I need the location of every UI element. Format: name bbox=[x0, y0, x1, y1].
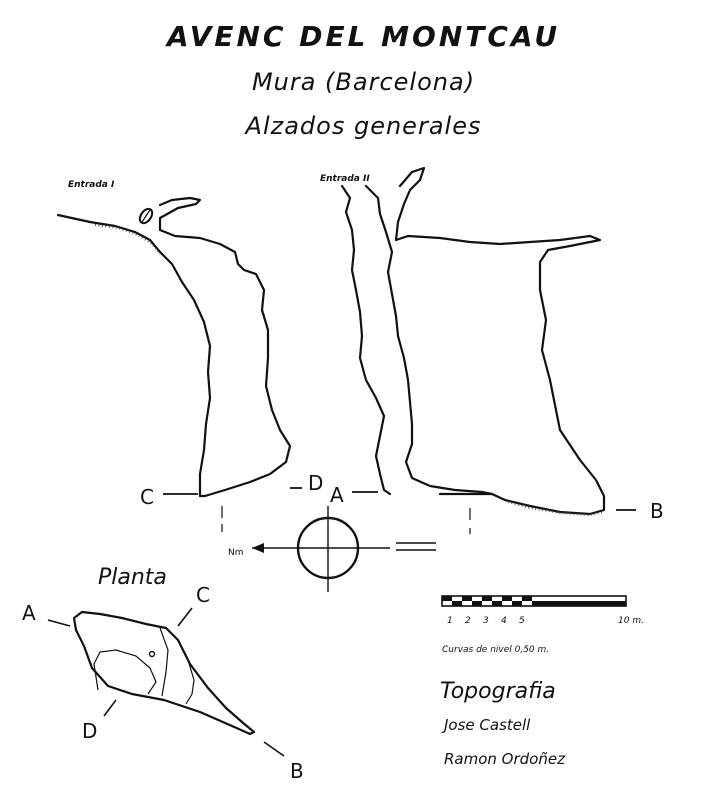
location-subtitle: Mura (Barcelona) bbox=[251, 68, 476, 96]
plan-label-c: C bbox=[196, 583, 210, 607]
plan-contour-2 bbox=[185, 659, 195, 705]
credits-author-1: Jose Castell bbox=[441, 716, 531, 734]
scale-tick-2: 2 bbox=[465, 616, 471, 626]
plan-tick-c bbox=[177, 607, 193, 627]
scale-end-label: 10 m. bbox=[618, 616, 644, 626]
section-2-left-wall bbox=[340, 184, 392, 496]
scale-bar bbox=[441, 595, 627, 607]
plan-outline bbox=[72, 610, 256, 736]
north-label: Nm bbox=[228, 548, 244, 558]
drawing-subtitle: Alzados generales bbox=[245, 112, 482, 140]
credits-author-2: Ramon Ordoñez bbox=[444, 750, 566, 768]
plan-contour-1 bbox=[159, 627, 169, 697]
credits-heading: Topografia bbox=[440, 679, 556, 704]
plan-tick-d bbox=[103, 699, 117, 717]
plan-label-d: D bbox=[82, 719, 97, 743]
plan-tick-b bbox=[263, 741, 285, 757]
section-label-d: D bbox=[308, 471, 323, 495]
plan-label-b: B bbox=[290, 759, 304, 783]
scale-tick-1: 1 bbox=[447, 616, 453, 626]
plan-title: Planta bbox=[98, 565, 167, 590]
plan-inner-chamber bbox=[93, 649, 157, 695]
section-label-a: A bbox=[330, 483, 344, 507]
page-title: AVENC DEL MONTCAU bbox=[166, 20, 561, 53]
north-arrow-icon bbox=[252, 543, 264, 553]
section-2-back-passage bbox=[394, 166, 606, 516]
section-2-right-wall bbox=[364, 184, 494, 496]
scale-tick-3: 3 bbox=[483, 616, 489, 626]
section-label-b: B bbox=[650, 499, 664, 523]
plan-tick-a bbox=[47, 619, 71, 627]
entrance-1-label: Entrada I bbox=[68, 180, 115, 190]
entrance-2-label: Entrada II bbox=[320, 174, 370, 184]
section-2-floor-sediment bbox=[507, 501, 605, 517]
contour-interval-note: Curvas de nivel 0,50 m. bbox=[442, 645, 549, 655]
scale-tick-5: 5 bbox=[519, 616, 525, 626]
section-1-left-wall bbox=[56, 213, 212, 498]
plan-label-a: A bbox=[22, 601, 36, 625]
plan-entrance-point bbox=[148, 650, 156, 658]
section-1-block-hatch bbox=[141, 209, 151, 223]
section-1-right-wall bbox=[158, 196, 292, 498]
section-label-c: C bbox=[140, 485, 154, 509]
scale-tick-4: 4 bbox=[501, 616, 507, 626]
